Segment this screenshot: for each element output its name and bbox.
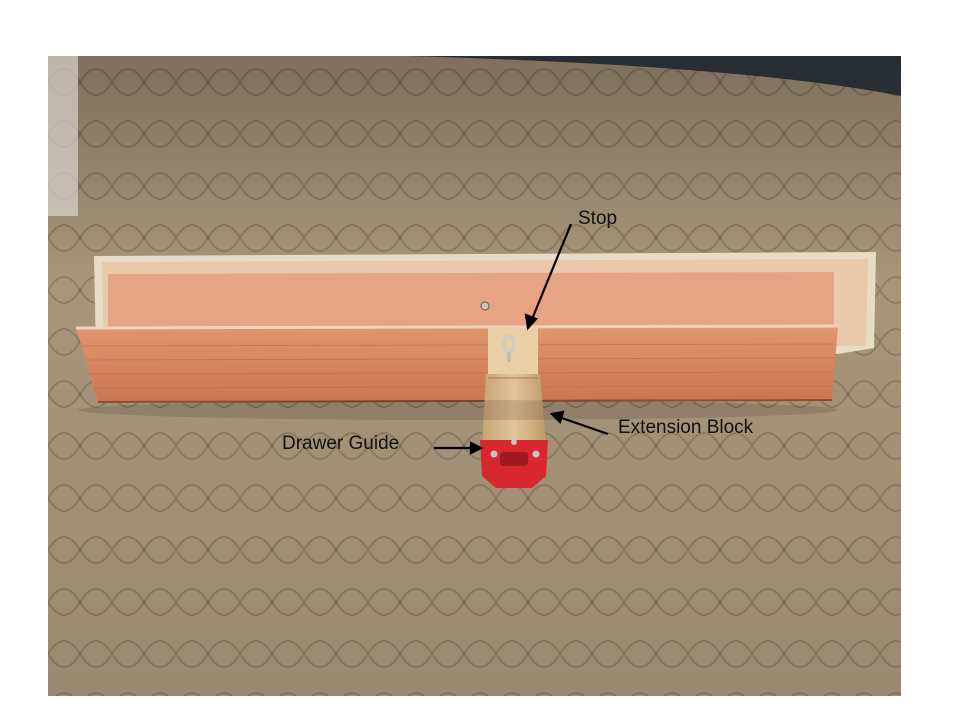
- screw-head: [480, 301, 490, 311]
- dark-corner: [408, 56, 901, 96]
- extension-block-label: Extension Block: [618, 417, 754, 438]
- wood-grain: [81, 343, 835, 389]
- guide-screw-top: [511, 439, 517, 445]
- stop-block: [488, 328, 538, 378]
- guide-screw-left: [490, 450, 498, 458]
- extension-block: [482, 374, 546, 444]
- wall-strip: [48, 56, 78, 216]
- extension-arrow: [555, 414, 609, 436]
- drawer-guide-slot: [500, 452, 528, 466]
- photo: [48, 56, 901, 696]
- drawer-bottom-edge: [97, 399, 833, 403]
- drawer-shadow: [78, 400, 838, 420]
- drawer-top-edge: [75, 324, 839, 330]
- photo-drawing: [48, 56, 901, 696]
- stop-label: Stop: [578, 208, 618, 229]
- drawer-inside: [108, 272, 834, 332]
- drawer-front: [76, 326, 838, 402]
- guide-screw-right: [532, 450, 540, 458]
- stop-arrow: [528, 223, 573, 325]
- arrows: [434, 223, 609, 455]
- drawer-guide-label: Drawer Guide: [282, 433, 400, 454]
